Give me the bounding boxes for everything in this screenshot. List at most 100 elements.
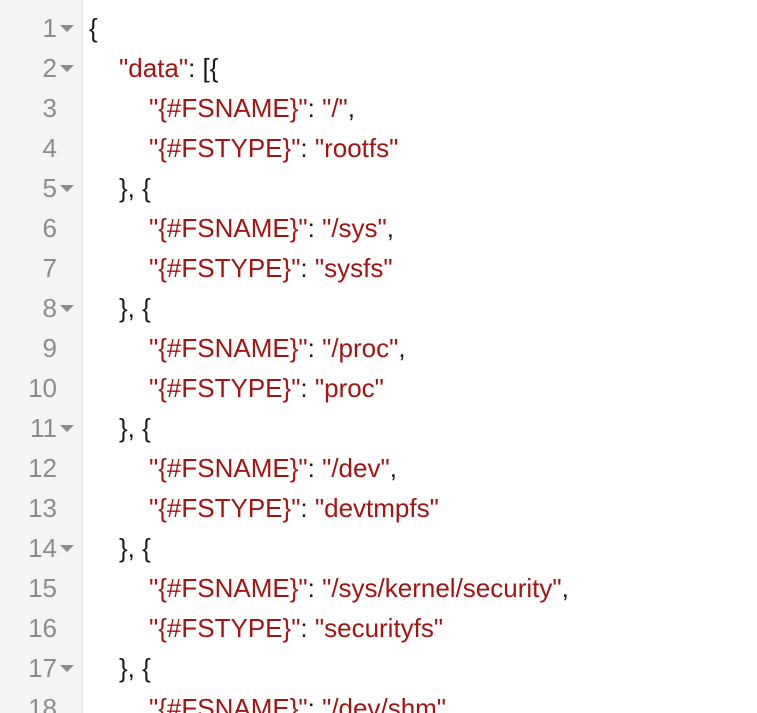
code-line[interactable]: 18 "{#FSNAME}": "/dev/shm", — [0, 688, 757, 713]
code-text: "{#FSTYPE}": "rootfs" — [149, 128, 398, 168]
json-string-token: "{#FSTYPE}" — [149, 133, 301, 163]
code-text: "data": [{ — [119, 48, 218, 88]
json-punctuation-token: , — [446, 693, 454, 713]
json-punctuation-token: : — [307, 93, 323, 123]
code-text: "{#FSTYPE}": "securityfs" — [149, 608, 443, 648]
code-line[interactable]: 14 }, { — [0, 528, 757, 568]
code-text: { — [89, 8, 98, 48]
line-number: 18 — [28, 693, 57, 713]
line-number: 12 — [28, 453, 57, 483]
json-punctuation-token: }, { — [119, 293, 151, 323]
json-string-token: "/proc" — [322, 333, 399, 363]
code-text: }, { — [119, 528, 151, 568]
line-number: 15 — [28, 573, 57, 603]
line-number: 8 — [42, 293, 57, 323]
line-number: 14 — [28, 533, 57, 563]
code-text: "{#FSTYPE}": "sysfs" — [149, 248, 393, 288]
code-line[interactable]: 17}, { — [0, 648, 757, 688]
json-string-token: "data" — [119, 53, 189, 83]
code-line[interactable]: 8 }, { — [0, 288, 757, 328]
json-punctuation-token: : — [307, 453, 323, 483]
code-line[interactable]: 7"{#FSTYPE}": "sysfs" — [0, 248, 757, 288]
code-text: }, { — [119, 648, 151, 688]
code-text: "{#FSTYPE}": "proc" — [149, 368, 384, 408]
code-text: "{#FSNAME}": "/proc", — [149, 328, 406, 368]
chevron-down-icon[interactable] — [60, 185, 74, 192]
chevron-down-icon[interactable] — [60, 305, 74, 312]
json-string-token: "securityfs" — [314, 613, 444, 643]
json-punctuation-token: , — [561, 573, 569, 603]
code-line[interactable]: 15 "{#FSNAME}": "/sys/kernel/security", — [0, 568, 757, 608]
json-punctuation-token: }, { — [119, 413, 151, 443]
chevron-down-icon[interactable] — [60, 25, 74, 32]
chevron-down-icon[interactable] — [60, 65, 74, 72]
json-punctuation-token: { — [89, 13, 98, 43]
json-punctuation-token: : — [300, 253, 315, 283]
line-number: 11 — [30, 413, 57, 443]
code-text: "{#FSTYPE}": "devtmpfs" — [149, 488, 439, 528]
json-punctuation-token: , — [398, 333, 406, 363]
code-line[interactable]: 12 "{#FSNAME}": "/dev", — [0, 448, 757, 488]
json-string-token: "{#FSNAME}" — [149, 333, 308, 363]
code-text: "{#FSNAME}": "/", — [149, 88, 355, 128]
code-text: }, { — [119, 408, 151, 448]
json-punctuation-token: }, { — [119, 653, 151, 683]
line-number-gutter — [0, 0, 83, 713]
line-number: 13 — [28, 493, 57, 523]
json-string-token: "{#FSNAME}" — [149, 693, 308, 713]
json-punctuation-token: : — [300, 493, 315, 523]
line-number: 5 — [42, 173, 57, 203]
json-punctuation-token: : [{ — [188, 53, 219, 83]
code-line[interactable]: 11 }, { — [0, 408, 757, 448]
code-text: "{#FSNAME}": "/dev", — [149, 448, 397, 488]
json-punctuation-token: : — [307, 213, 323, 243]
code-line[interactable]: 1{ — [0, 8, 757, 48]
json-string-token: "{#FSTYPE}" — [149, 613, 301, 643]
code-line[interactable]: 3 "{#FSNAME}": "/", — [0, 88, 757, 128]
code-text: }, { — [119, 288, 151, 328]
json-string-token: "{#FSNAME}" — [149, 573, 308, 603]
line-number: 10 — [28, 373, 57, 403]
json-punctuation-token: : — [300, 373, 315, 403]
code-line[interactable]: 5 }, { — [0, 168, 757, 208]
json-string-token: "{#FSNAME}" — [149, 93, 308, 123]
code-text: }, { — [119, 168, 151, 208]
code-line[interactable]: 6"{#FSNAME}": "/sys", — [0, 208, 757, 248]
code-text: "{#FSNAME}": "/sys/kernel/security", — [149, 568, 569, 608]
json-string-token: "{#FSTYPE}" — [149, 493, 301, 523]
code-text: "{#FSNAME}": "/sys", — [149, 208, 394, 248]
code-text: "{#FSNAME}": "/dev/shm", — [149, 688, 453, 713]
json-string-token: "sysfs" — [314, 253, 393, 283]
json-string-token: "devtmpfs" — [314, 493, 439, 523]
line-number: 1 — [42, 13, 57, 43]
json-string-token: "{#FSNAME}" — [149, 213, 308, 243]
json-punctuation-token: : — [300, 613, 315, 643]
json-string-token: "{#FSTYPE}" — [149, 373, 301, 403]
chevron-down-icon[interactable] — [60, 665, 74, 672]
json-string-token: "/dev" — [322, 453, 390, 483]
code-line[interactable]: 4"{#FSTYPE}": "rootfs" — [0, 128, 757, 168]
json-punctuation-token: , — [386, 213, 395, 243]
code-line[interactable]: 9 "{#FSNAME}": "/proc", — [0, 328, 757, 368]
line-number: 16 — [28, 613, 57, 643]
code-line[interactable]: 13 "{#FSTYPE}": "devtmpfs" — [0, 488, 757, 528]
chevron-down-icon[interactable] — [60, 545, 74, 552]
code-line[interactable]: 2 "data": [{ — [0, 48, 757, 88]
json-string-token: "/sys" — [322, 213, 387, 243]
json-punctuation-token: : — [300, 133, 315, 163]
json-string-token: "{#FSTYPE}" — [149, 253, 301, 283]
line-number: 9 — [42, 333, 57, 363]
json-string-token: "/sys/kernel/security" — [322, 573, 562, 603]
code-line[interactable]: 10 "{#FSTYPE}": "proc" — [0, 368, 757, 408]
code-line[interactable]: 16 "{#FSTYPE}": "securityfs" — [0, 608, 757, 648]
json-punctuation-token: , — [347, 93, 356, 123]
chevron-down-icon[interactable] — [60, 425, 74, 432]
json-punctuation-token: : — [307, 573, 323, 603]
line-number: 2 — [42, 53, 57, 83]
json-string-token: "proc" — [314, 373, 384, 403]
line-number: 3 — [42, 93, 57, 123]
json-punctuation-token: , — [389, 453, 397, 483]
json-punctuation-token: : — [307, 693, 323, 713]
json-string-token: "{#FSNAME}" — [149, 453, 308, 483]
